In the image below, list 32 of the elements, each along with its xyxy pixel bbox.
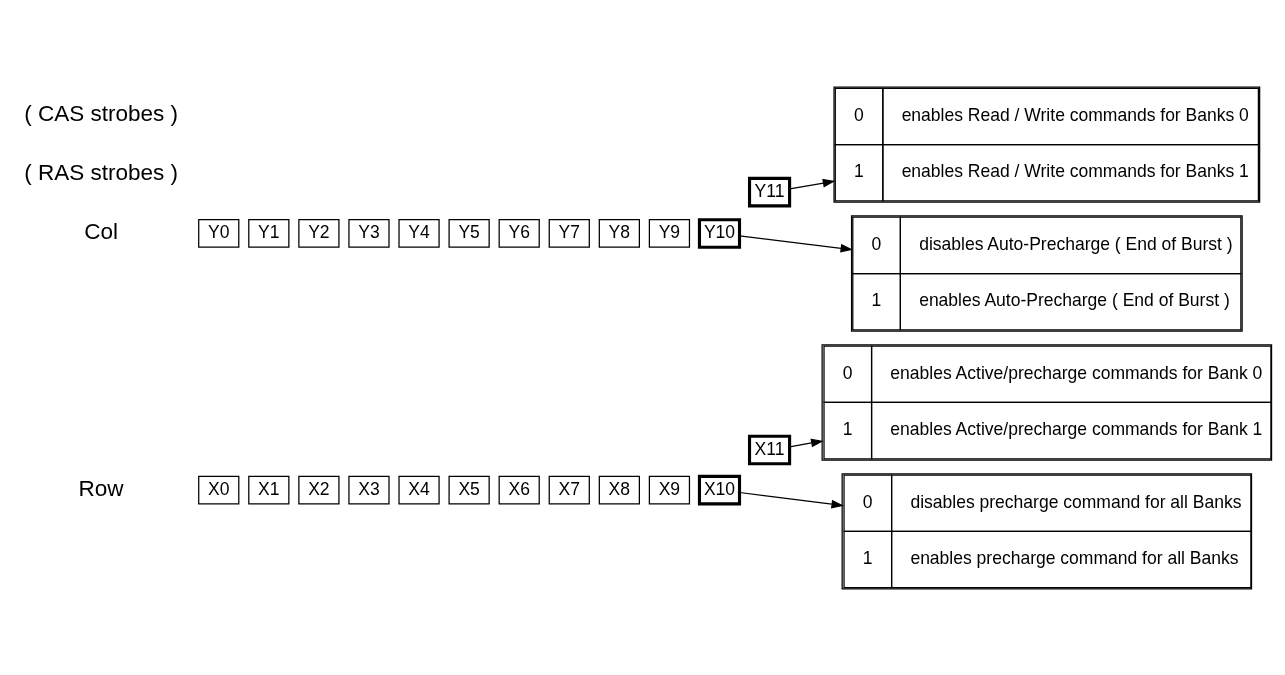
arrow — [789, 438, 824, 447]
label: ( RAS strobes ) — [24, 159, 179, 185]
node-box: X4 — [398, 475, 440, 504]
label: Col — [84, 218, 118, 244]
node-box: Y3 — [348, 218, 390, 248]
node-box: X10 — [697, 474, 742, 505]
node-box: X1 — [248, 475, 290, 504]
node-box: X8 — [598, 475, 640, 504]
node-box: X7 — [548, 475, 590, 504]
label: ( CAS strobes ) — [24, 100, 179, 126]
node-box: Y11 — [747, 176, 792, 207]
node-box: Y8 — [598, 218, 640, 248]
node-box: Y9 — [648, 218, 691, 248]
node-box: Y4 — [398, 218, 440, 248]
node-box: X5 — [448, 475, 490, 504]
arrow — [738, 234, 854, 253]
node-box: X11 — [747, 434, 792, 465]
node-box: Y6 — [498, 218, 540, 248]
node-box: X9 — [648, 475, 691, 504]
node-box: Y0 — [198, 218, 240, 248]
node-box: Y10 — [697, 217, 742, 249]
arrow — [789, 178, 836, 189]
node-box: Y1 — [248, 218, 290, 248]
label: Row — [78, 475, 124, 501]
node-box: Y5 — [448, 218, 490, 248]
node-box: X3 — [348, 475, 390, 504]
arrow — [738, 491, 844, 509]
node-box: X2 — [298, 475, 340, 504]
node-box: X6 — [498, 475, 540, 504]
node-box: Y2 — [298, 218, 340, 248]
node-box: X0 — [198, 475, 240, 504]
node-box: Y7 — [548, 218, 590, 248]
